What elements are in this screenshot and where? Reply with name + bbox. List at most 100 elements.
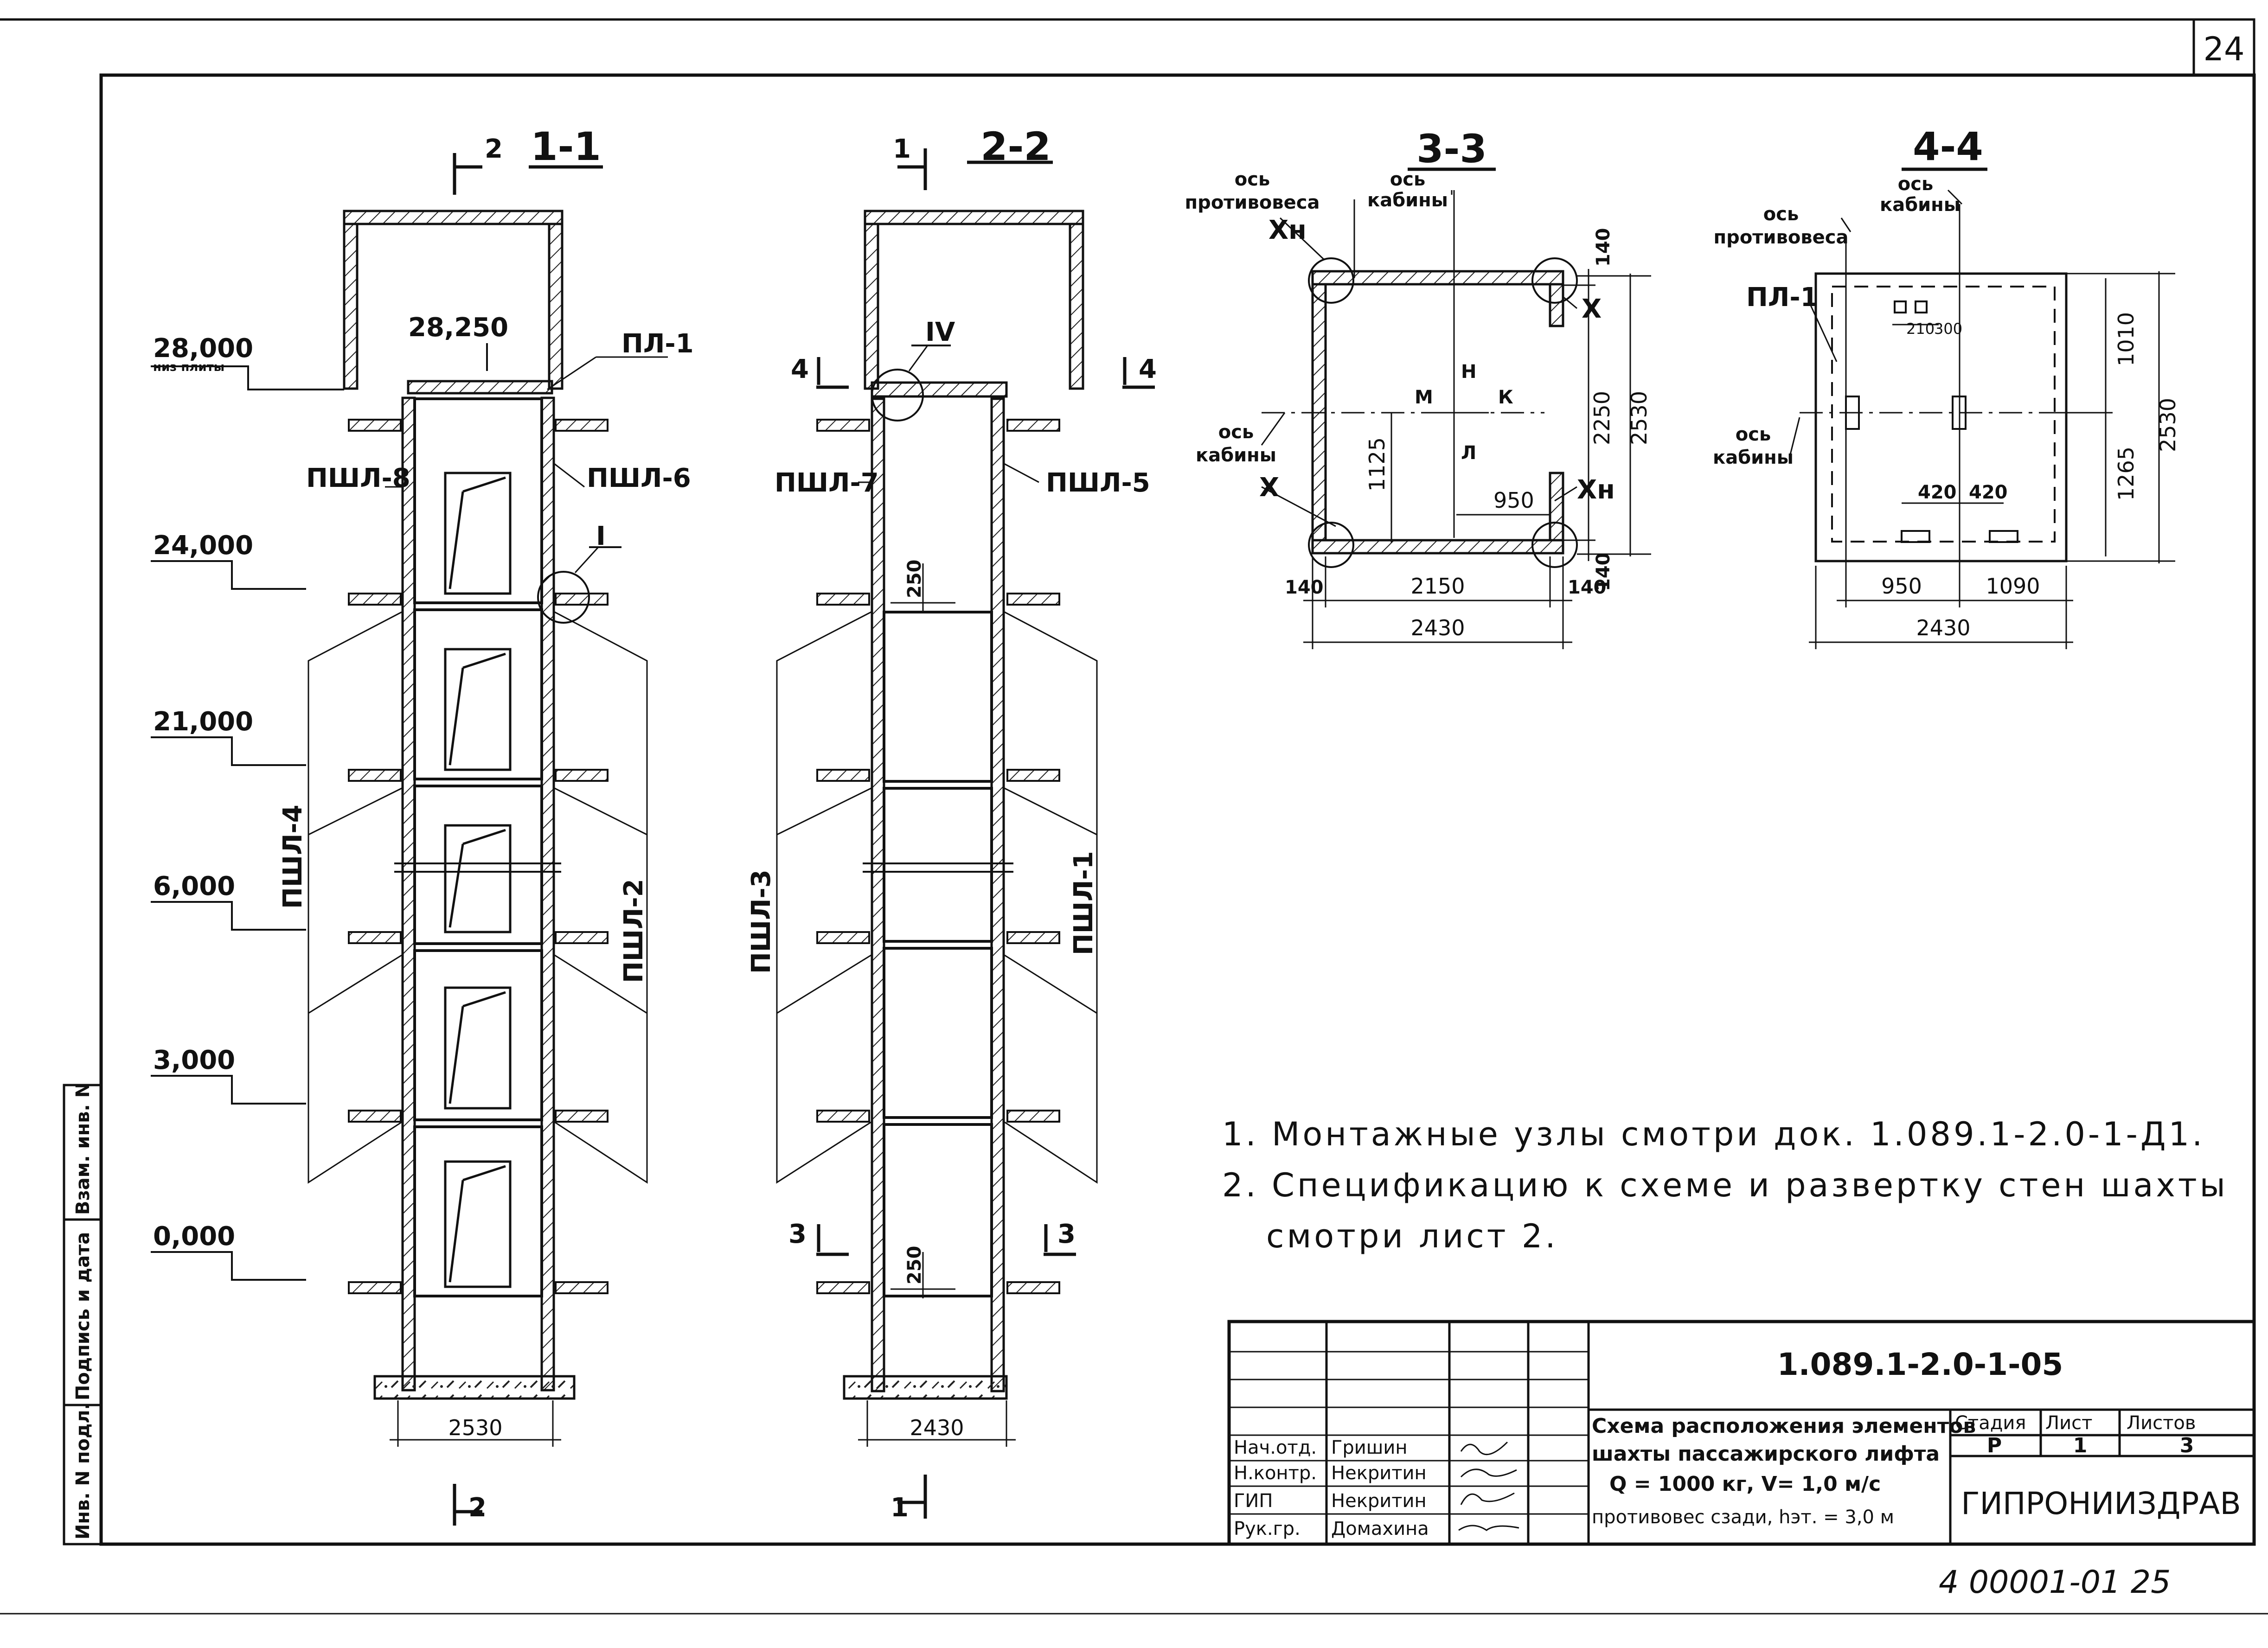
- name-0: Гришин: [1331, 1437, 1408, 1458]
- axis-cab-4-4-a: ось: [1898, 173, 1933, 195]
- dim-140-bottom: 140: [1593, 553, 1614, 592]
- node-i: I: [596, 521, 606, 551]
- stamp-sheet: 1: [2073, 1434, 2088, 1457]
- section-2-2-cut-top: 1: [893, 134, 911, 164]
- role-2: ГИП: [1234, 1490, 1273, 1512]
- dim-420-b: 420: [1969, 482, 2008, 503]
- title-block: [1227, 1320, 2256, 1546]
- label-pshl2: ПШЛ-2: [619, 879, 649, 983]
- section-2-2-cut3-left: 3: [788, 1219, 807, 1249]
- dim-1265: 1265: [2114, 447, 2139, 501]
- side-stamp-sign: Подпись и дата: [72, 1232, 94, 1400]
- side-stamp-inv: Инв. N подл.: [72, 1403, 94, 1539]
- dim-2430-s33: 2430: [1410, 615, 1465, 640]
- node-x-left: X: [1259, 473, 1279, 503]
- axis-cw-3-3-b: противовеса: [1185, 192, 1320, 213]
- elev-6000: 6,000: [153, 871, 235, 901]
- page-number: 24: [2203, 30, 2244, 68]
- stamp-title-4: противовес сзади, hэт. = 3,0 м: [1592, 1507, 1894, 1528]
- stamp-title-3: Q = 1000 кг, V= 1,0 м/с: [1609, 1472, 1881, 1496]
- stamp-stage: Р: [1987, 1434, 2002, 1457]
- note-1: 1. Монтажные узлы смотри док. 1.089.1-2.…: [1222, 1115, 2205, 1153]
- dim-140-left: 140: [1285, 577, 1324, 598]
- label-pshl1: ПШЛ-1: [1069, 851, 1099, 955]
- section-4-4: [1789, 189, 2175, 649]
- side-stamp-replace: Взам. инв. N: [72, 1082, 94, 1215]
- section-3-3-title: 3-3: [1416, 126, 1487, 172]
- section-4-4-title: 4-4: [1913, 124, 1983, 169]
- dim-420-a: 420: [1918, 482, 1957, 503]
- stamp-org: ГИПРОНИИЗДРАВ: [1961, 1486, 2241, 1521]
- elev-28250: 28,250: [408, 313, 508, 343]
- section-2-2-cut-left: 4: [791, 354, 809, 384]
- dir-l: Л: [1461, 442, 1476, 464]
- label-pshl3: ПШЛ-3: [746, 869, 776, 974]
- dim-2530-s44: 2530: [2155, 398, 2180, 452]
- node-x-right: X: [1582, 294, 1602, 324]
- side-stamp: [63, 1084, 103, 1546]
- note-2: 2. Спецификацию к схеме и развертку стен…: [1222, 1166, 2228, 1204]
- dim-950-s33: 950: [1493, 488, 1534, 513]
- section-3-3: [1261, 190, 1651, 649]
- section-2-2: [776, 148, 1155, 1519]
- dim-300: 300: [1934, 320, 1962, 338]
- dim-250-top: 250: [904, 560, 925, 599]
- dim-210: 210: [1906, 320, 1935, 338]
- node-xn-top: Xн: [1269, 215, 1307, 245]
- name-3: Домахина: [1331, 1518, 1429, 1539]
- dim-2530-s33: 2530: [1627, 391, 1652, 445]
- axis-cab2-3-3-b: кабины: [1196, 445, 1276, 466]
- dim-1090: 1090: [1986, 574, 2040, 599]
- stamp-stage-label: Стадия: [1955, 1412, 2026, 1434]
- section-2-2-cut-right: 4: [1139, 354, 1157, 384]
- label-pshl4: ПШЛ-4: [278, 805, 308, 909]
- section-2-2-cut-bottom: 1: [891, 1493, 909, 1523]
- axis-cw-3-3-a: ось: [1235, 169, 1270, 190]
- dim-1010: 1010: [2114, 312, 2139, 366]
- dim-2530-s11: 2530: [448, 1415, 502, 1440]
- dim-950-s44: 950: [1881, 574, 1922, 599]
- axis-cab-3-3-b: кабины: [1367, 190, 1448, 211]
- label-pshl7: ПШЛ-7: [775, 468, 879, 498]
- label-pl1-s44: ПЛ-1: [1746, 282, 1819, 313]
- axis-cab2-4-4-b: кабины: [1713, 447, 1794, 468]
- elev-24000: 24,000: [153, 530, 253, 561]
- note-3: смотри лист 2.: [1266, 1217, 1558, 1255]
- dim-250-bottom: 250: [904, 1246, 925, 1285]
- dim-2430-s44: 2430: [1916, 615, 1970, 640]
- axis-cab-3-3-a: ось: [1390, 169, 1425, 190]
- section-2-2-title: 2-2: [980, 124, 1051, 169]
- elev-28000: 28,000: [153, 333, 253, 364]
- label-pshl5: ПШЛ-5: [1046, 468, 1150, 498]
- name-1: Некритин: [1331, 1463, 1427, 1484]
- dir-k: К: [1498, 387, 1513, 408]
- bottom-code: 4 00001-01 25: [1939, 1564, 2171, 1601]
- elev-28000-sub: низ плиты: [153, 360, 224, 374]
- elev-21000: 21,000: [153, 707, 253, 737]
- section-2-2-cut3-right: 3: [1057, 1219, 1076, 1249]
- name-2: Некритин: [1331, 1490, 1427, 1512]
- dir-n: Н: [1461, 361, 1476, 383]
- section-1-1-cut-bottom: 2: [468, 1493, 487, 1523]
- axis-cab2-4-4-a: ось: [1736, 424, 1771, 445]
- label-pshl6: ПШЛ-6: [587, 463, 691, 493]
- dir-m: М: [1415, 387, 1433, 408]
- dim-2150: 2150: [1410, 574, 1465, 599]
- stamp-title-1: Схема расположения элементов: [1592, 1414, 1976, 1438]
- section-1-1-cut-top: 2: [485, 134, 503, 164]
- axis-cab2-3-3-a: ось: [1218, 422, 1254, 443]
- role-0: Нач.отд.: [1234, 1437, 1317, 1458]
- stamp-sheets: 3: [2180, 1434, 2194, 1457]
- elev-0000: 0,000: [153, 1221, 235, 1252]
- stamp-sheet-label: Лист: [2045, 1412, 2092, 1434]
- node-xn-right: Xн: [1577, 475, 1615, 505]
- axis-cw-4-4-a: ось: [1763, 204, 1799, 225]
- stamp-title-2: шахты пассажирского лифта: [1592, 1442, 1940, 1466]
- dim-140-top: 140: [1593, 228, 1614, 267]
- role-3: Рук.гр.: [1234, 1518, 1301, 1539]
- section-1-1: [151, 153, 668, 1526]
- axis-cw-4-4-b: противовеса: [1714, 227, 1849, 248]
- stamp-code: 1.089.1-2.0-1-05: [1777, 1347, 2063, 1382]
- node-iv: IV: [925, 317, 955, 347]
